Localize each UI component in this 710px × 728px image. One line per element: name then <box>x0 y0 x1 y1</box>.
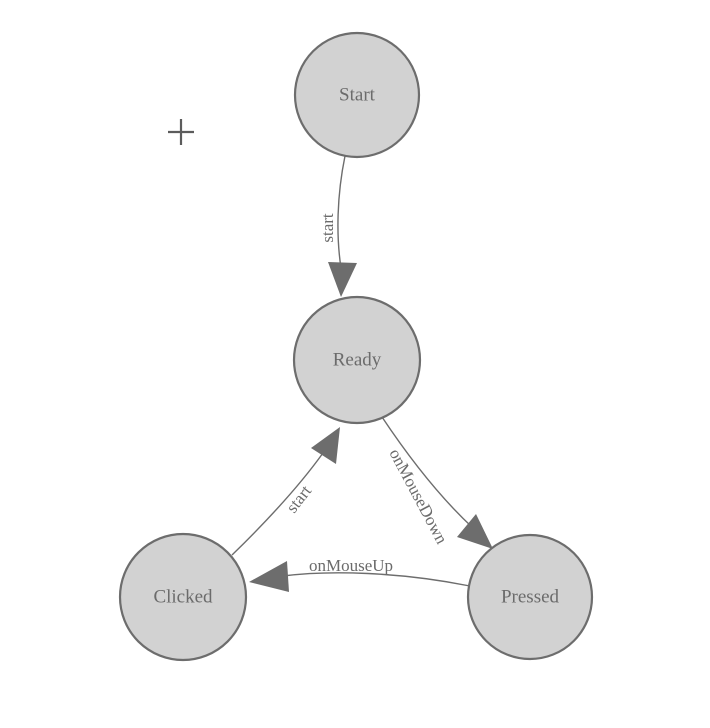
edge-label-clicked-to-ready: start <box>282 481 315 516</box>
node-clicked-label: Clicked <box>153 586 213 607</box>
node-pressed-label: Pressed <box>501 586 560 607</box>
node-clicked-circle[interactable] <box>118 532 248 662</box>
arrowhead-pressed-to-clicked <box>249 561 289 592</box>
node-start[interactable]: Start <box>293 31 421 159</box>
edge-ready-to-pressed[interactable] <box>381 416 493 549</box>
edge-label-start-to-ready: start <box>318 213 337 243</box>
edge-label-pressed-to-clicked: onMouseUp <box>309 556 393 575</box>
nodes-layer: Start Ready Clicked Pressed <box>118 31 594 662</box>
edge-path-clicked-to-ready <box>231 452 324 556</box>
node-ready[interactable]: Ready <box>292 295 422 425</box>
node-pressed[interactable]: Pressed <box>466 533 594 661</box>
node-ready-circle[interactable] <box>292 295 422 425</box>
edge-clicked-to-ready[interactable] <box>231 427 340 556</box>
arrowhead-ready-to-pressed <box>457 514 493 549</box>
node-ready-label: Ready <box>333 349 382 370</box>
edge-start-to-ready[interactable] <box>328 155 357 297</box>
edge-path-pressed-to-clicked <box>282 572 471 587</box>
arrowhead-start-to-ready <box>328 262 357 297</box>
edge-path-start-to-ready <box>337 155 346 269</box>
node-start-circle[interactable] <box>293 31 421 159</box>
edge-pressed-to-clicked[interactable] <box>249 561 471 592</box>
node-pressed-circle[interactable] <box>466 533 594 661</box>
crosshair-icon[interactable] <box>168 119 194 145</box>
node-clicked[interactable]: Clicked <box>118 532 248 662</box>
edges-layer <box>231 155 493 592</box>
node-start-label: Start <box>339 84 376 105</box>
arrowhead-clicked-to-ready <box>311 427 340 464</box>
edge-path-ready-to-pressed <box>381 416 474 529</box>
